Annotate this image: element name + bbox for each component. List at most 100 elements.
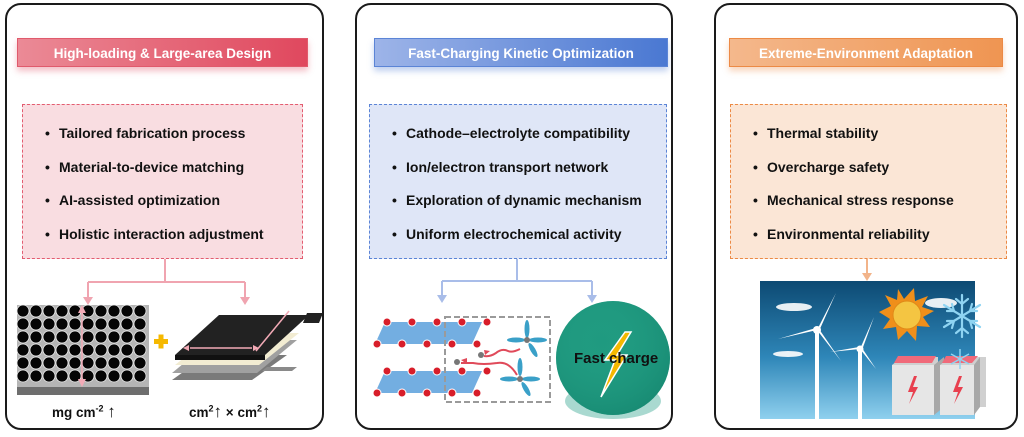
wind-turbine-icon — [778, 293, 876, 419]
large-area-cell-icon — [172, 310, 323, 380]
pore-circle — [42, 356, 56, 370]
up-arrow-icon: ↑ — [213, 402, 223, 421]
connector-arrows — [87, 259, 246, 299]
pore-circle — [107, 304, 121, 318]
oxygen-atom — [457, 317, 467, 327]
battery-icon — [892, 356, 944, 415]
fast-charge-label: Fast charge — [574, 350, 659, 367]
lightning-bolt-icon — [908, 376, 918, 404]
pore-circle — [133, 343, 147, 357]
connector-arrows — [441, 259, 593, 297]
pore-circle — [29, 317, 43, 331]
list-item: •Holistic interaction adjustment — [45, 225, 264, 242]
list-item: •Uniform electrochemical activity — [392, 225, 622, 242]
list-item: •Tailored fabrication process — [45, 125, 246, 141]
panel-title: High-loading & Large-area Design — [17, 38, 308, 67]
pore-circle — [107, 317, 121, 331]
cloud-icon — [773, 298, 957, 357]
oxygen-atom — [407, 366, 417, 376]
pore-circle — [29, 369, 43, 383]
lightning-bolt-icon — [953, 376, 963, 404]
pore-circle — [16, 317, 30, 331]
pore-circle — [29, 343, 43, 357]
pore-circle — [16, 343, 30, 357]
pore-circle — [16, 369, 30, 383]
area-label: cm2↑ × cm2↑ — [189, 402, 271, 421]
environment-illustration — [760, 259, 986, 419]
pore-circle — [133, 356, 147, 370]
pore-circle — [68, 317, 82, 331]
list-item: •Cathode–electrolyte compatibility — [392, 125, 631, 141]
arrow-head-icon — [83, 297, 93, 305]
pore-circle — [107, 369, 121, 383]
panel-title: Fast-Charging Kinetic Optimization — [374, 38, 668, 67]
pore-circle — [42, 330, 56, 344]
arrow-head-icon — [862, 273, 872, 281]
panel-fast-charging: Fast-Charging Kinetic Optimization •Cath… — [355, 3, 673, 430]
oxygen-atom — [472, 339, 482, 349]
oxygen-atom — [457, 366, 467, 376]
list-item: •Exploration of dynamic mechanism — [392, 192, 642, 208]
pore-circle — [55, 343, 69, 357]
pore-circle — [94, 304, 108, 318]
pore-circle — [16, 304, 30, 318]
arrow-head-icon — [437, 295, 447, 303]
pore-circle — [107, 330, 121, 344]
oxygen-atom — [447, 339, 457, 349]
oxygen-atom — [432, 317, 442, 327]
bullet-list: •Cathode–electrolyte compatibility •Ion/… — [369, 104, 667, 259]
areal-loading-label: mg cm-2 ↑ — [52, 402, 116, 421]
pore-circle — [29, 304, 43, 318]
pore-circle — [68, 330, 82, 344]
oxygen-atom — [482, 317, 492, 327]
oxygen-atom — [432, 366, 442, 376]
pore-circle — [120, 330, 134, 344]
thick-electrode-icon — [16, 304, 149, 395]
sun-icon — [879, 288, 934, 341]
electrode-illustrations — [16, 259, 323, 395]
pore-circle — [68, 356, 82, 370]
pore-circle — [94, 369, 108, 383]
pore-circle — [55, 330, 69, 344]
pore-circle — [120, 317, 134, 331]
pore-circle — [68, 343, 82, 357]
pore-circle — [133, 317, 147, 331]
up-arrow-icon: ↑ — [261, 402, 271, 421]
pore-circle — [81, 356, 95, 370]
oxygen-atom — [472, 388, 482, 398]
pore-circle — [81, 343, 95, 357]
pore-circle — [107, 356, 121, 370]
list-item: •Environmental reliability — [753, 225, 930, 242]
pore-circle — [42, 369, 56, 383]
oxygen-atom — [422, 339, 432, 349]
pore-circle — [81, 330, 95, 344]
pore-circle — [94, 317, 108, 331]
oxygen-atom — [422, 388, 432, 398]
pore-circle — [133, 304, 147, 318]
oxygen-atom — [482, 366, 492, 376]
pore-circle — [55, 304, 69, 318]
up-arrow-icon: ↑ — [107, 402, 116, 421]
pore-circle — [81, 317, 95, 331]
battery-icon — [940, 349, 986, 415]
bullet-list: •Tailored fabrication process •Material-… — [22, 104, 303, 259]
oxygen-atom — [372, 388, 382, 398]
pore-circle — [16, 356, 30, 370]
list-item: •Mechanical stress response — [753, 192, 954, 208]
pore-circle — [120, 356, 134, 370]
arrow-head-icon — [240, 297, 250, 305]
ion-solvation-icon — [454, 320, 547, 397]
pore-circle — [29, 330, 43, 344]
pore-circle — [55, 369, 69, 383]
pore-circle — [55, 317, 69, 331]
kinetics-illustrations — [372, 259, 670, 419]
list-item: •AI-assisted optimization — [45, 192, 221, 208]
pore-circle — [42, 304, 56, 318]
pore-circle — [55, 356, 69, 370]
pore-circle — [120, 343, 134, 357]
arrow-head-icon — [587, 295, 597, 303]
pore-circle — [107, 343, 121, 357]
pore-circle — [94, 356, 108, 370]
panel-title: Extreme-Environment Adaptation — [729, 38, 1003, 67]
oxygen-atom — [382, 317, 392, 327]
